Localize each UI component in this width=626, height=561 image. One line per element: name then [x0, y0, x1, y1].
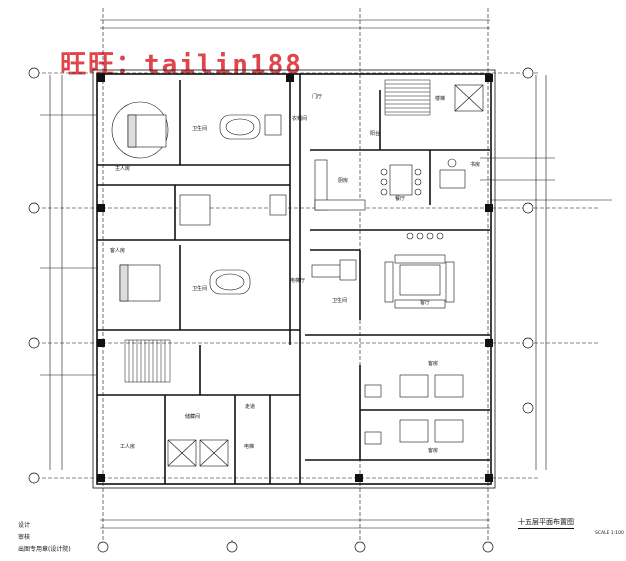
label-lift-lobby: 电梯厅 — [290, 277, 305, 284]
label-study: 书房 — [470, 161, 480, 168]
label-balcony: 阳台 — [370, 130, 380, 137]
label-master-bath-1: 卫生间 — [192, 125, 207, 132]
title-block: 设计 审核 出图专用章(设计院) — [18, 520, 82, 556]
label-dressing-1: 衣帽间 — [292, 115, 307, 122]
label-master-bath-2: 卫生间 — [192, 285, 207, 292]
label-storage: 储藏间 — [185, 413, 200, 420]
label-guest-room-b: 客房 — [428, 447, 438, 454]
label-entrance: 门厅 — [312, 93, 322, 100]
title-block-stamp: 出图专用章(设计院) — [18, 546, 71, 553]
title-block-review: 审核 — [18, 534, 31, 541]
label-dining: 餐厅 — [395, 195, 405, 202]
label-kitchen: 厨房 — [338, 177, 348, 184]
drawing-scale: SCALE 1:100 — [595, 531, 624, 536]
label-living: 客厅 — [420, 299, 430, 306]
label-guest-bath: 卫生间 — [332, 297, 347, 304]
title-block-design: 设计 — [18, 522, 31, 529]
label-bedroom-2: 客人房 — [110, 247, 125, 254]
label-elevator: 电梯 — [244, 443, 254, 450]
drawing-title: 十五层平面布置图 — [518, 517, 574, 529]
label-utility: 工人房 — [120, 443, 135, 450]
label-corridor: 走道 — [245, 403, 255, 410]
label-guest-room-a: 客房 — [428, 360, 438, 367]
label-stair: 楼梯 — [435, 95, 445, 102]
label-master-bedroom-1: 主人房 — [115, 165, 130, 172]
